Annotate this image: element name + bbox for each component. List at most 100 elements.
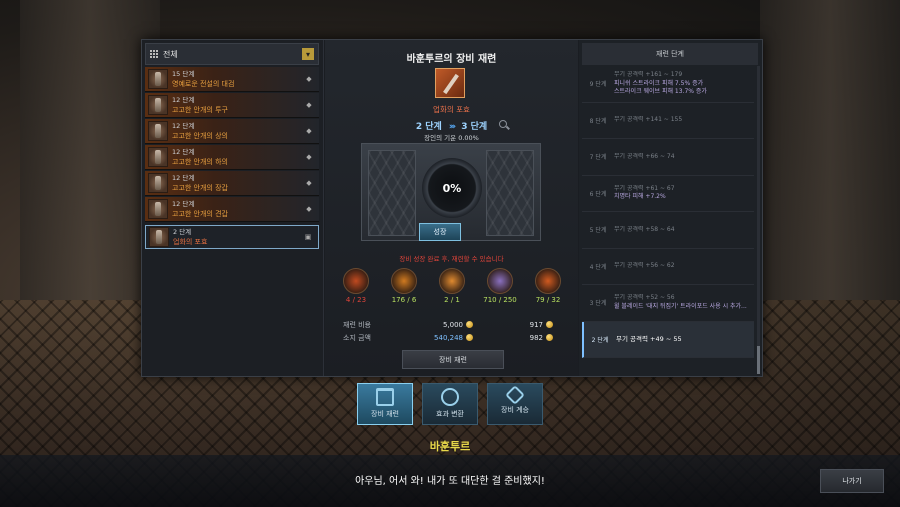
grow-button[interactable]: 성장 (419, 223, 461, 241)
material-slot[interactable]: 4 / 23 (338, 268, 374, 310)
equipment-icon (148, 95, 168, 115)
material-slot[interactable]: 176 / 6 (386, 268, 422, 310)
lock-icon: ◆ (306, 126, 312, 135)
material-count: 710 / 250 (483, 296, 517, 304)
item-name: 영예로운 전설의 대검 (172, 80, 235, 88)
stage-attack: 무기 공격력 +61 ~ 67 (614, 184, 675, 192)
function-tab-bar: 장비 재련 효과 변환 장비 계승 (357, 383, 543, 425)
crystal-purple-icon (487, 268, 513, 294)
stage-bonus: 스트라이크 웨이브 피해 13.7% 증가 (614, 88, 707, 95)
npc-dialog: 아우님, 어서 와! 내가 또 대단한 걸 준비했지! (355, 476, 545, 487)
tab-hammer[interactable]: 장비 재련 (357, 383, 413, 425)
stage-scrollbar[interactable] (757, 66, 760, 374)
hammer-icon (376, 388, 394, 406)
tab-swap[interactable]: 효과 변환 (422, 383, 478, 425)
tab-label: 장비 계승 (501, 406, 529, 414)
stage-attack: 무기 공격력 +66 ~ 74 (614, 152, 675, 160)
npc-name: 바훈투르 (429, 440, 471, 453)
refine-vault: 0% (361, 143, 541, 241)
tab-sword[interactable]: 장비 계승 (487, 383, 543, 425)
equipment-icon (148, 121, 168, 141)
item-stage: 12 단계 (172, 174, 195, 182)
refine-notice: 장비 성장 완료 후, 재련할 수 있습니다 (399, 255, 504, 263)
refine-button[interactable]: 장비 재련 (402, 350, 504, 369)
material-slot[interactable]: 710 / 250 (482, 268, 518, 310)
stone-orange-icon (439, 268, 465, 294)
stage-description: 무기 공격력 +49 ~ 55 (616, 335, 754, 344)
tab-label: 장비 재련 (371, 410, 399, 418)
stage-bonus: 윌 블레이드 '대지 뒤집기' 트라이포드 사용 시 추가... (614, 302, 747, 310)
cost-label: 소지 금액 (343, 333, 371, 342)
magnify-icon[interactable] (499, 120, 507, 128)
filter-dropdown[interactable]: 전체 ▾ (145, 43, 319, 65)
stage-from: 2 단계 (415, 122, 442, 132)
item-stage: 12 단계 (172, 96, 195, 104)
target-item-name: 업화의 포효 (433, 105, 470, 114)
ember-large-icon (535, 268, 561, 294)
grid-icon (150, 49, 159, 59)
material-slot[interactable]: 2 / 1 (434, 268, 470, 310)
equipment-icon (149, 227, 169, 247)
vault-panel-left (368, 150, 416, 236)
material-count: 79 / 32 (535, 296, 561, 304)
chevron-down-icon[interactable]: ▾ (302, 48, 314, 60)
material-slot[interactable]: 79 / 32 (530, 268, 566, 310)
cost-label: 재련 비용 (343, 320, 371, 329)
stage-bonus: 피니쉬 스트라이크 피해 7.5% 증가 (614, 79, 704, 87)
item-name: 업화의 포효 (173, 238, 208, 246)
crystal-orange-icon (391, 268, 417, 294)
item-stage: 15 단계 (172, 70, 195, 78)
background-pillar-left (20, 0, 160, 300)
leave-button[interactable]: 나가기 (820, 469, 884, 493)
gold-amount: 917 (529, 320, 543, 329)
stage-number: 3 단계 (589, 300, 607, 308)
tab-label: 효과 변환 (436, 410, 464, 418)
bag-icon: ▣ (304, 232, 312, 241)
lock-icon: ◆ (306, 204, 312, 213)
artisan-energy: 장인의 기운 0.00% (424, 134, 479, 142)
ember-icon (343, 268, 369, 294)
item-name: 고고한 안개의 투구 (172, 106, 228, 114)
equipment-icon (148, 173, 168, 193)
silver-coin-icon (466, 321, 473, 328)
equipment-icon (148, 147, 168, 167)
silver-amount: 540,248 (434, 333, 463, 342)
item-stage: 12 단계 (172, 148, 195, 156)
target-weapon-icon[interactable] (435, 68, 465, 98)
lock-icon: ◆ (306, 100, 312, 109)
progress-dial: 0% (422, 158, 482, 218)
stage-arrow-icon: ››› (448, 122, 456, 132)
swap-icon (441, 388, 459, 406)
stage-attack: 무기 공격력 +49 ~ 55 (616, 335, 682, 343)
stage-attack: 무기 공격력 +161 ~ 179 (614, 71, 683, 78)
stage-number: 9 단계 (589, 81, 607, 89)
gold-amount: 982 (529, 333, 543, 342)
scrollbar-thumb[interactable] (757, 346, 760, 374)
lock-icon: ◆ (306, 178, 312, 187)
material-count: 176 / 6 (391, 296, 417, 304)
equipment-icon (148, 69, 168, 89)
stage-attack: 무기 공격력 +141 ~ 155 (614, 116, 683, 123)
